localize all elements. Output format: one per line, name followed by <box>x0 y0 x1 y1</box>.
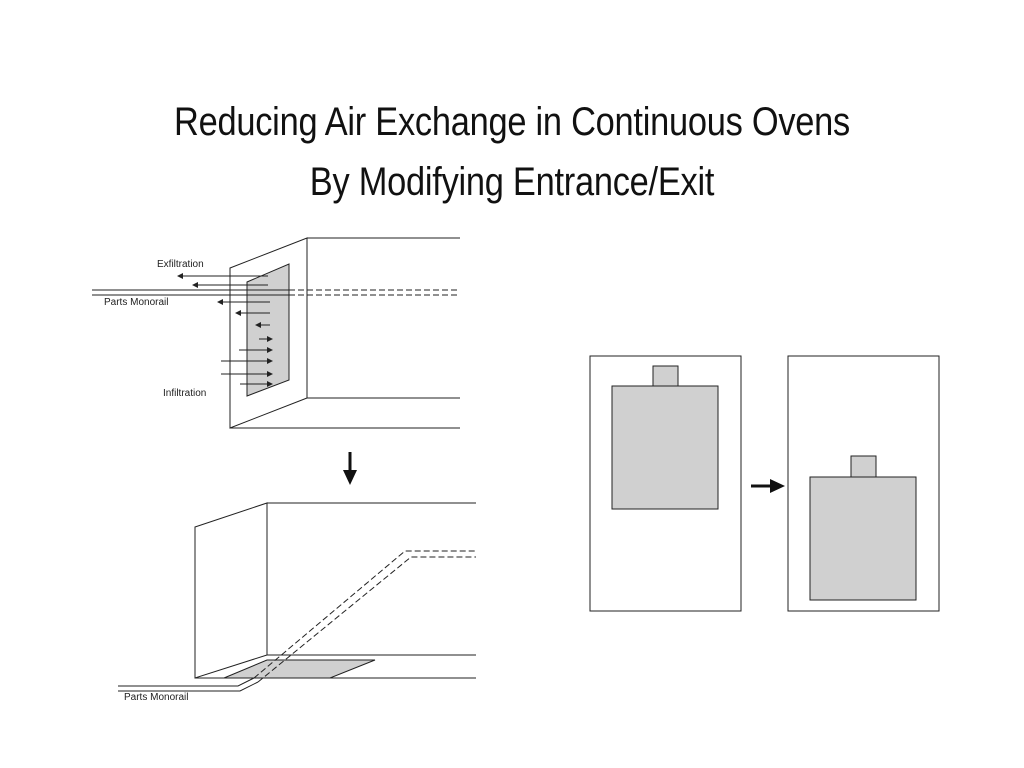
monorail-low-bottom <box>118 681 259 692</box>
monorail-low-top <box>118 677 255 687</box>
title-line-1: Reducing Air Exchange in Continuous Oven… <box>174 100 850 144</box>
opening-shape <box>809 476 917 601</box>
parts-monorail-label-bottom: Parts Monorail <box>124 692 188 703</box>
oven-opening <box>246 263 290 397</box>
parts-monorail-label-top: Parts Monorail <box>104 297 168 308</box>
monorail-rising-bottom <box>257 556 476 683</box>
slide-title: Reducing Air Exchange in Continuous Oven… <box>72 92 953 212</box>
infiltration-arrows <box>221 336 273 387</box>
title-line-2: By Modifying Entrance/Exit <box>309 160 715 204</box>
opening-before-panel <box>589 355 742 612</box>
opening-notch <box>850 455 877 478</box>
oven-entrance-before <box>92 237 460 429</box>
opening-after-panel <box>787 355 940 612</box>
exfiltration-label: Exfiltration <box>157 259 204 270</box>
floor-opening <box>223 659 376 679</box>
infiltration-label: Infiltration <box>163 388 206 399</box>
right-arrow-icon <box>751 479 785 493</box>
oven-entrance-after <box>118 502 476 692</box>
opening-shape <box>611 385 719 510</box>
opening-notch <box>652 365 679 387</box>
exfiltration-arrows <box>177 273 270 328</box>
down-arrow-icon <box>343 452 357 485</box>
monorail-rising-top <box>253 550 476 679</box>
oven-front-panel <box>194 502 268 679</box>
